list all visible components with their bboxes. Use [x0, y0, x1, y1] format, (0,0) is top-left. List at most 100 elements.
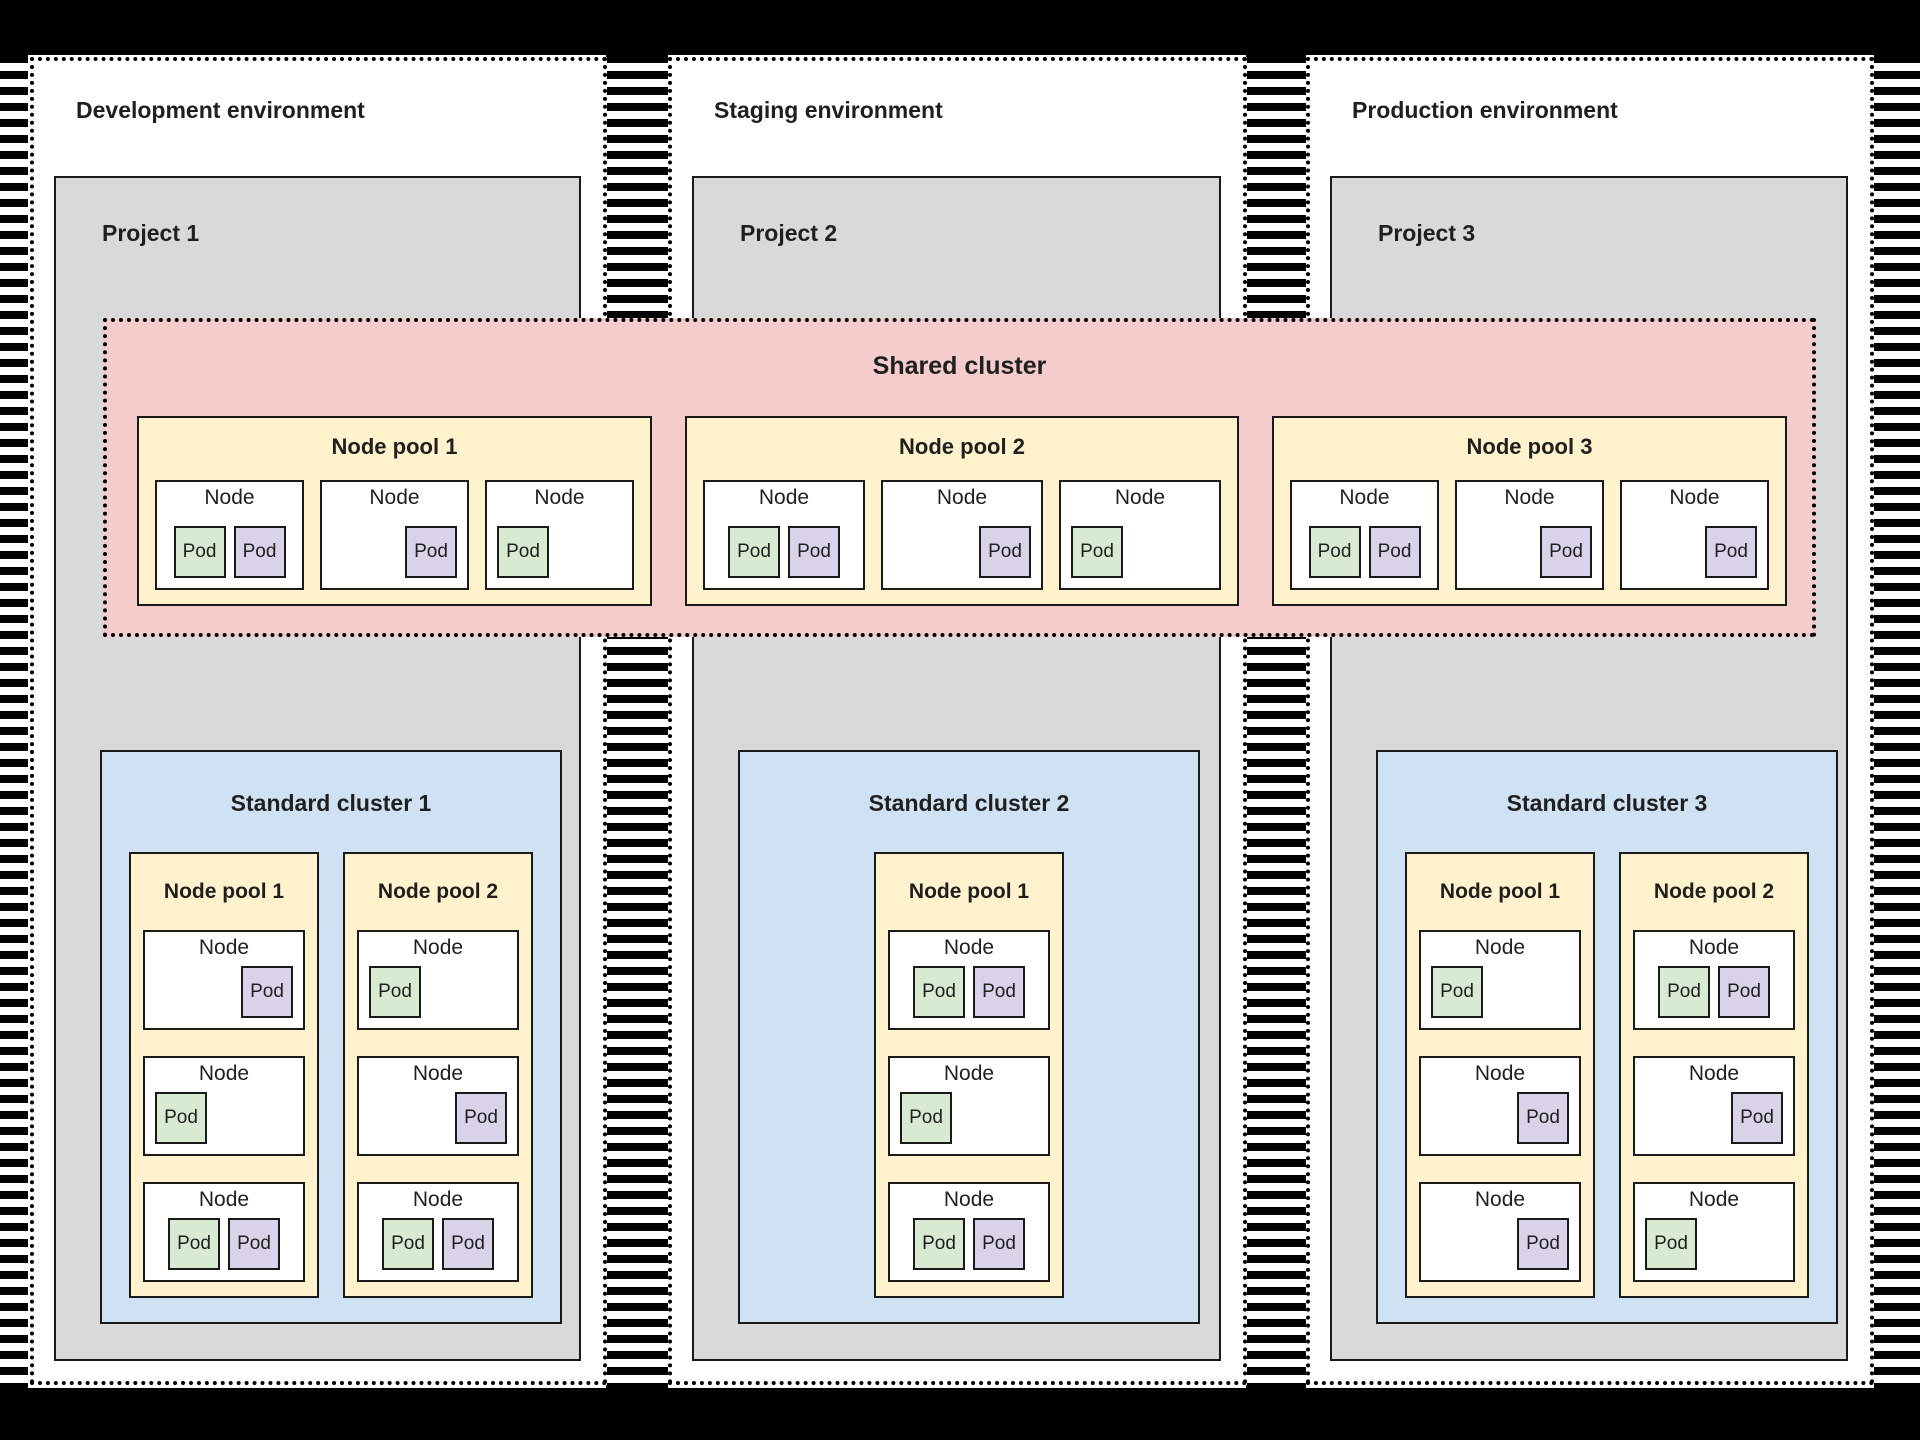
- pod-purple: Pod: [788, 526, 840, 578]
- pod-purple: Pod: [973, 1218, 1025, 1270]
- pod-purple: Pod: [455, 1092, 507, 1144]
- pod-green: Pod: [1658, 966, 1710, 1018]
- pod-green: Pod: [1071, 526, 1123, 578]
- shared-cluster-title: Shared cluster: [872, 352, 1047, 380]
- pod-purple: Pod: [973, 966, 1025, 1018]
- node-label: Node: [1504, 486, 1555, 509]
- pod-green: Pod: [913, 966, 965, 1018]
- pod-purple: Pod: [1718, 966, 1770, 1018]
- pod-row: Pod: [369, 1092, 507, 1144]
- pod-green: Pod: [173, 526, 226, 578]
- pod-purple: Pod: [241, 966, 293, 1018]
- pod-row: Pod: [1431, 966, 1569, 1018]
- node-label: Node: [204, 486, 255, 509]
- node-pool-title: Node pool 1: [908, 880, 1030, 903]
- node-label: Node: [936, 486, 988, 509]
- pod-purple: Pod: [1540, 526, 1592, 578]
- pod-purple: Pod: [405, 526, 457, 578]
- pod-purple: Pod: [1517, 1092, 1569, 1144]
- node-label: Node: [534, 486, 585, 509]
- node-pool-title: Node pool 1: [163, 880, 285, 903]
- pod-purple: Pod: [1517, 1218, 1569, 1270]
- node-label: Node: [943, 1188, 995, 1211]
- pod-row: Pod: [369, 966, 507, 1018]
- node-label: Node: [198, 936, 250, 959]
- standard-cluster-title: Standard cluster 1: [230, 790, 432, 816]
- project-title: Project 3: [1378, 220, 1476, 246]
- node-label: Node: [1474, 936, 1526, 959]
- pod-green: Pod: [382, 1218, 434, 1270]
- pod-row: Pod: [332, 526, 457, 578]
- node-label: Node: [1114, 486, 1166, 509]
- node-pool-title: Node pool 2: [377, 880, 499, 903]
- pod-row: Pod: [1431, 1092, 1569, 1144]
- pod-green: Pod: [168, 1218, 220, 1270]
- node-label: Node: [369, 486, 420, 509]
- pod-row: Pod: [1071, 526, 1209, 578]
- pod-green: Pod: [497, 526, 549, 578]
- node-label: Node: [198, 1188, 250, 1211]
- pod-row: Pod: [1632, 526, 1757, 578]
- environment-panel-development: Development environment Project 1 Standa…: [30, 57, 607, 1385]
- pod-purple: Pod: [233, 526, 286, 578]
- node-label: Node: [412, 1062, 464, 1085]
- standard-cluster-title: Standard cluster 3: [1506, 790, 1708, 816]
- pod-row: Pod: [1467, 526, 1592, 578]
- environment-panel-staging: Staging environment Project 2 Standard c…: [668, 57, 1247, 1385]
- pod-row: Pod: [900, 1092, 1038, 1144]
- pod-green: Pod: [1645, 1218, 1697, 1270]
- pod-green: Pod: [1308, 526, 1361, 578]
- pod-purple: Pod: [1368, 526, 1421, 578]
- node-pool-title: Node pool 1: [331, 434, 458, 459]
- pod-green: Pod: [155, 1092, 207, 1144]
- node-label: Node: [1688, 1188, 1740, 1211]
- pod-row: Pod: [893, 526, 1031, 578]
- node-label: Node: [943, 1062, 995, 1085]
- node-label: Node: [198, 1062, 250, 1085]
- node-label: Node: [943, 936, 995, 959]
- pod-purple: Pod: [1705, 526, 1757, 578]
- pod-purple: Pod: [228, 1218, 280, 1270]
- node-pool-title: Node pool 1: [1439, 880, 1561, 903]
- project-title: Project 1: [102, 220, 200, 246]
- top-black-bar: [0, 0, 1920, 55]
- project-title: Project 2: [740, 220, 838, 246]
- pod-purple: Pod: [979, 526, 1031, 578]
- pod-row: Pod: [1431, 1218, 1569, 1270]
- node-label: Node: [1688, 1062, 1740, 1085]
- pod-row: Pod: [497, 526, 622, 578]
- pod-green: Pod: [913, 1218, 965, 1270]
- pod-row: Pod: [1645, 1218, 1783, 1270]
- pod-row: Pod: [155, 1092, 293, 1144]
